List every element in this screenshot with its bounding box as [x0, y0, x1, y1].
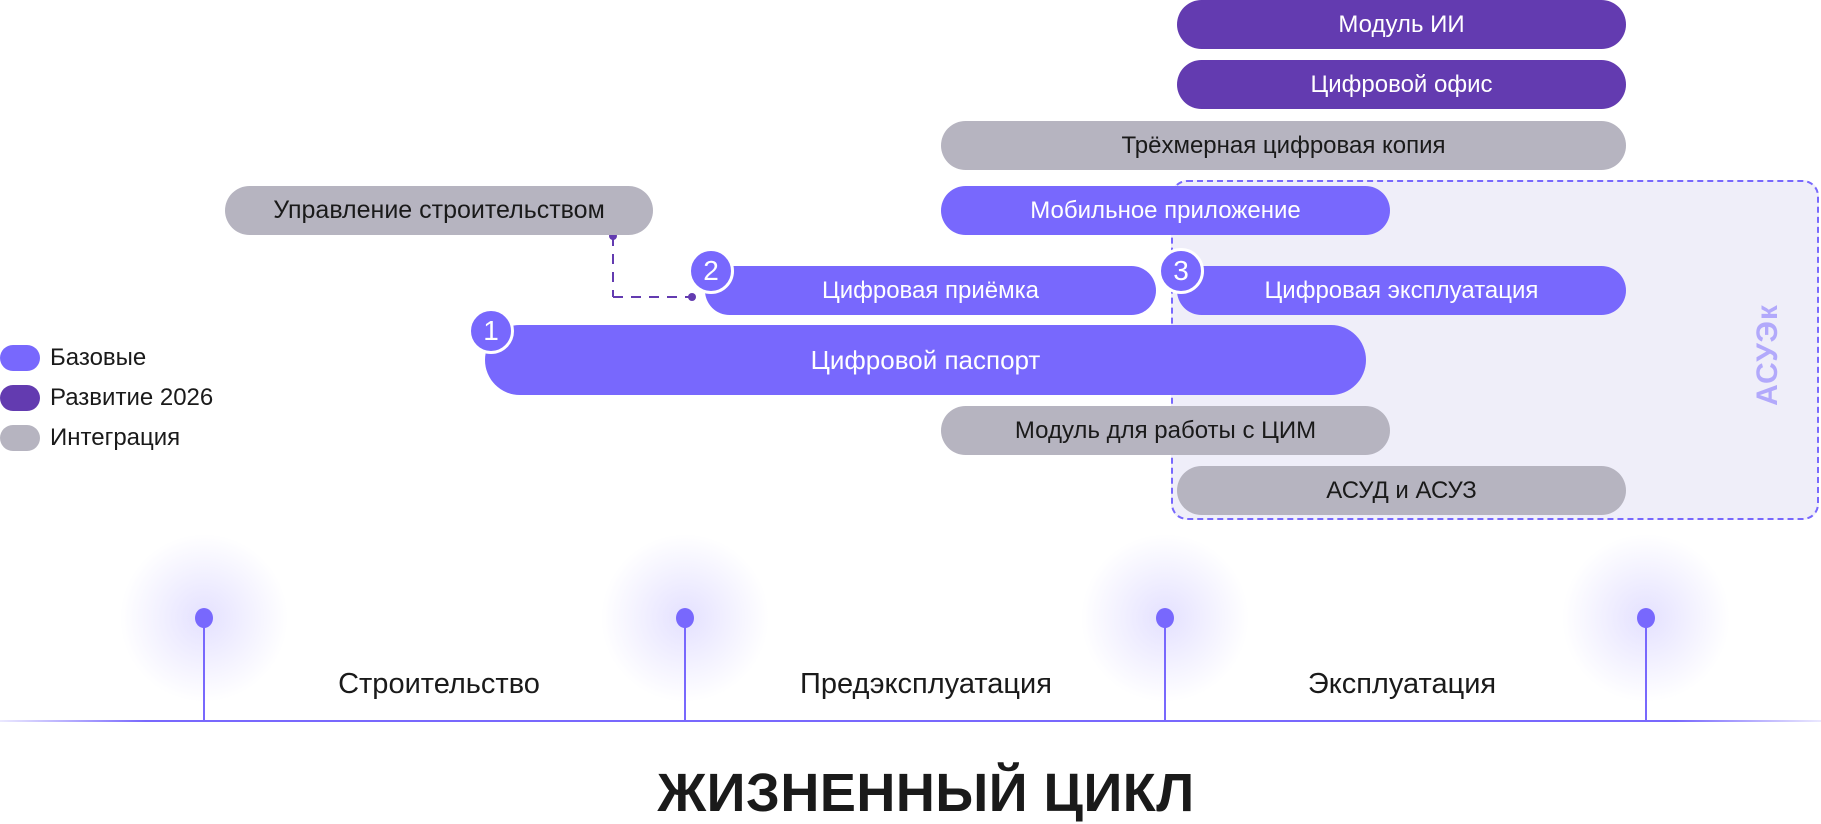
module-bim[interactable]: Модуль для работы с ЦИМ: [941, 406, 1390, 455]
step-number: 3: [1173, 255, 1189, 286]
milestone-stem: [1645, 618, 1647, 721]
legend-label: Интеграция: [50, 424, 181, 451]
module-digital-passport[interactable]: Цифровой паспорт: [485, 325, 1366, 395]
phase-construction: Строительство: [338, 668, 540, 700]
milestone-dot: [676, 608, 694, 628]
milestone-dot: [1156, 608, 1174, 628]
phase-operation: Эксплуатация: [1307, 668, 1497, 700]
module-label: Цифровая эксплуатация: [1264, 276, 1539, 304]
timeline-axis: [0, 720, 1821, 722]
module-label: АСУД и АСУЗ: [1326, 476, 1477, 504]
legend-swatch-integration: [0, 425, 40, 451]
module-mobile-app[interactable]: Мобильное приложение: [941, 186, 1390, 235]
module-digital-office[interactable]: Цифровой офис: [1177, 60, 1626, 109]
step-number: 1: [483, 315, 499, 346]
milestone-dot: [195, 608, 213, 628]
step-badge-1: 1: [468, 308, 514, 354]
module-digital-operation[interactable]: Цифровая эксплуатация: [1177, 266, 1626, 315]
module-3d-digital-copy[interactable]: Трёхмерная цифровая копия: [941, 121, 1626, 170]
milestone-stem: [1164, 618, 1166, 721]
legend-swatch-base: [0, 345, 40, 371]
module-label: Цифровой паспорт: [810, 344, 1041, 375]
step-badge-3: 3: [1158, 248, 1204, 294]
module-label: Мобильное приложение: [1030, 196, 1301, 224]
diagram-title: ЖИЗНЕННЫЙ ЦИКЛ: [657, 763, 1195, 823]
legend-item-base: Базовые: [0, 344, 146, 372]
module-label: Цифровая приёмка: [821, 276, 1040, 304]
milestone-stem: [684, 618, 686, 721]
module-construction-management[interactable]: Управление строительством: [225, 186, 653, 235]
module-asud-asuz[interactable]: АСУД и АСУЗ: [1177, 466, 1626, 515]
legend-label: Развитие 2026: [50, 384, 214, 411]
module-label: Модуль ИИ: [1338, 10, 1465, 38]
module-ai[interactable]: Модуль ИИ: [1177, 0, 1626, 49]
milestone-dot: [1637, 608, 1655, 628]
module-label: Управление строительством: [273, 196, 605, 224]
step-number: 2: [703, 255, 719, 286]
module-digital-acceptance[interactable]: Цифровая приёмка: [705, 266, 1156, 315]
phase-pre-operation: Предэксплуатация: [800, 668, 1052, 700]
step-badge-2: 2: [688, 248, 734, 294]
module-label: Трёхмерная цифровая копия: [1121, 131, 1446, 159]
legend-swatch-development: [0, 385, 40, 411]
module-label: Модуль для работы с ЦИМ: [1014, 416, 1317, 444]
asuek-group-box: [1171, 180, 1819, 520]
module-label: Цифровой офис: [1310, 70, 1493, 98]
legend-item-development: Развитие 2026: [0, 384, 213, 412]
legend-item-integration: Интеграция: [0, 424, 180, 452]
milestone-stem: [203, 618, 205, 721]
legend-label: Базовые: [50, 344, 147, 371]
